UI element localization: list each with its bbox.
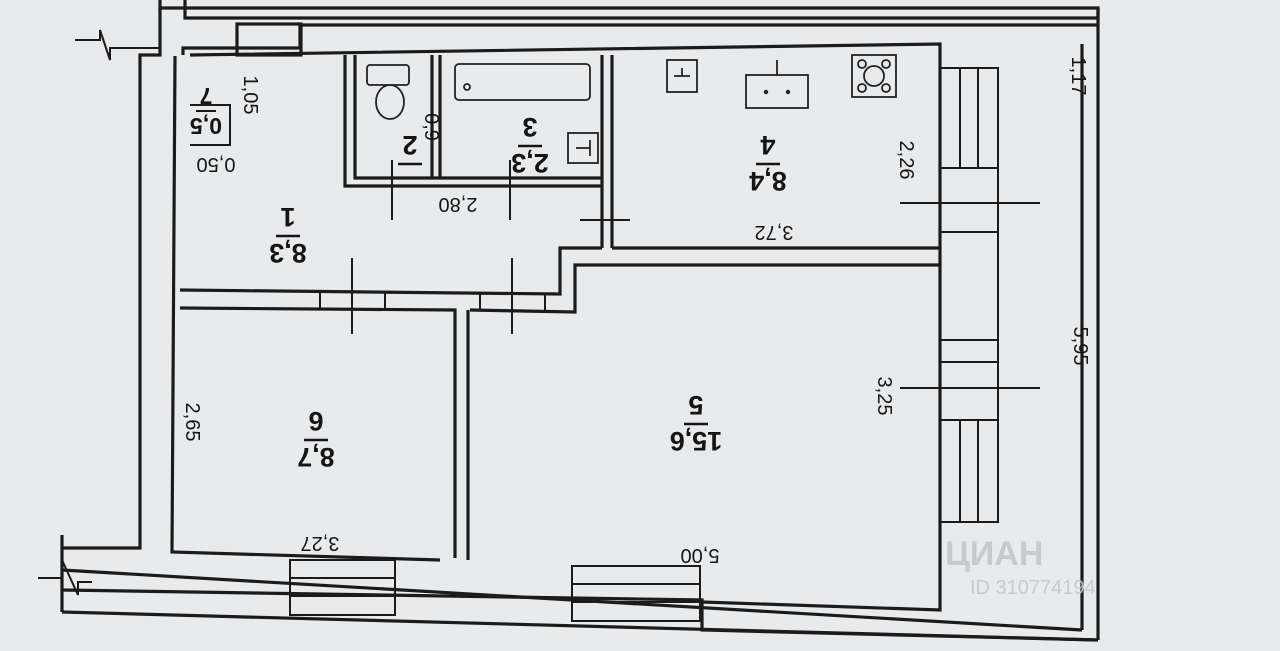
dim-3-27: 3,27 <box>301 532 340 554</box>
room-2-label: 2 <box>398 130 422 166</box>
room-4-number: 4 <box>760 130 775 160</box>
dim-3-72: 3,72 <box>755 221 794 243</box>
room-1-area: 8,3 <box>269 238 307 268</box>
room-5-label: 15,6 5 <box>670 390 723 456</box>
dim-0-50: 0,50 <box>197 153 236 175</box>
dimension-labels: 1,05 0,50 0,9 2,80 3,72 2,26 1,17 5,95 3… <box>181 57 1091 566</box>
watermark-brand: ЦИАН <box>945 535 1043 573</box>
room-1-number: 1 <box>280 202 295 232</box>
dim-2-26: 2,26 <box>895 141 917 180</box>
watermark: ЦИАН ID 310774194 <box>945 535 1096 599</box>
room-5-area: 15,6 <box>670 426 723 456</box>
toilet-icon <box>366 64 410 120</box>
dim-2-80: 2,80 <box>439 193 478 215</box>
room-6-label: 8,7 6 <box>297 406 335 472</box>
watermark-id: ID 310774194 <box>970 577 1096 599</box>
dim-1-05: 1,05 <box>239 76 261 115</box>
room-2-number: 2 <box>402 130 417 160</box>
room-3-number: 3 <box>522 112 537 142</box>
room-3-area: 2,3 <box>511 148 549 178</box>
dim-5-95: 5,95 <box>1069 327 1091 366</box>
room-7-area: 0,5 <box>190 113 222 139</box>
dim-1-17: 1,17 <box>1067 57 1089 96</box>
room-5-number: 5 <box>688 390 703 420</box>
door-markers <box>319 160 1040 389</box>
room-6-area: 8,7 <box>297 442 335 472</box>
sink-icon <box>666 59 698 93</box>
room-4-area: 8,4 <box>749 166 787 196</box>
room-1-label: 8,3 1 <box>269 202 307 268</box>
bathtub-icon <box>454 63 591 101</box>
room-labels: 8,3 1 2 2,3 3 8,4 4 15,6 5 8,7 6 <box>190 83 787 472</box>
room-7-label: 0,5 7 <box>190 83 222 139</box>
room-4-label: 8,4 4 <box>749 130 787 196</box>
room-3-label: 2,3 3 <box>511 112 549 178</box>
interior-walls <box>170 22 942 612</box>
room-6-number: 6 <box>308 406 323 436</box>
windows-right <box>939 67 999 523</box>
stove-icon <box>851 54 897 98</box>
fixtures <box>366 54 897 164</box>
dim-5-00: 5,00 <box>681 544 720 566</box>
dim-0-9: 0,9 <box>420 113 442 141</box>
washbasin-icon <box>567 132 599 164</box>
fridge-icon <box>745 60 809 109</box>
dim-3-25: 3,25 <box>873 377 895 416</box>
windows-bottom <box>289 559 701 622</box>
room-7-number: 7 <box>200 83 213 109</box>
dim-2-65: 2,65 <box>181 403 203 442</box>
